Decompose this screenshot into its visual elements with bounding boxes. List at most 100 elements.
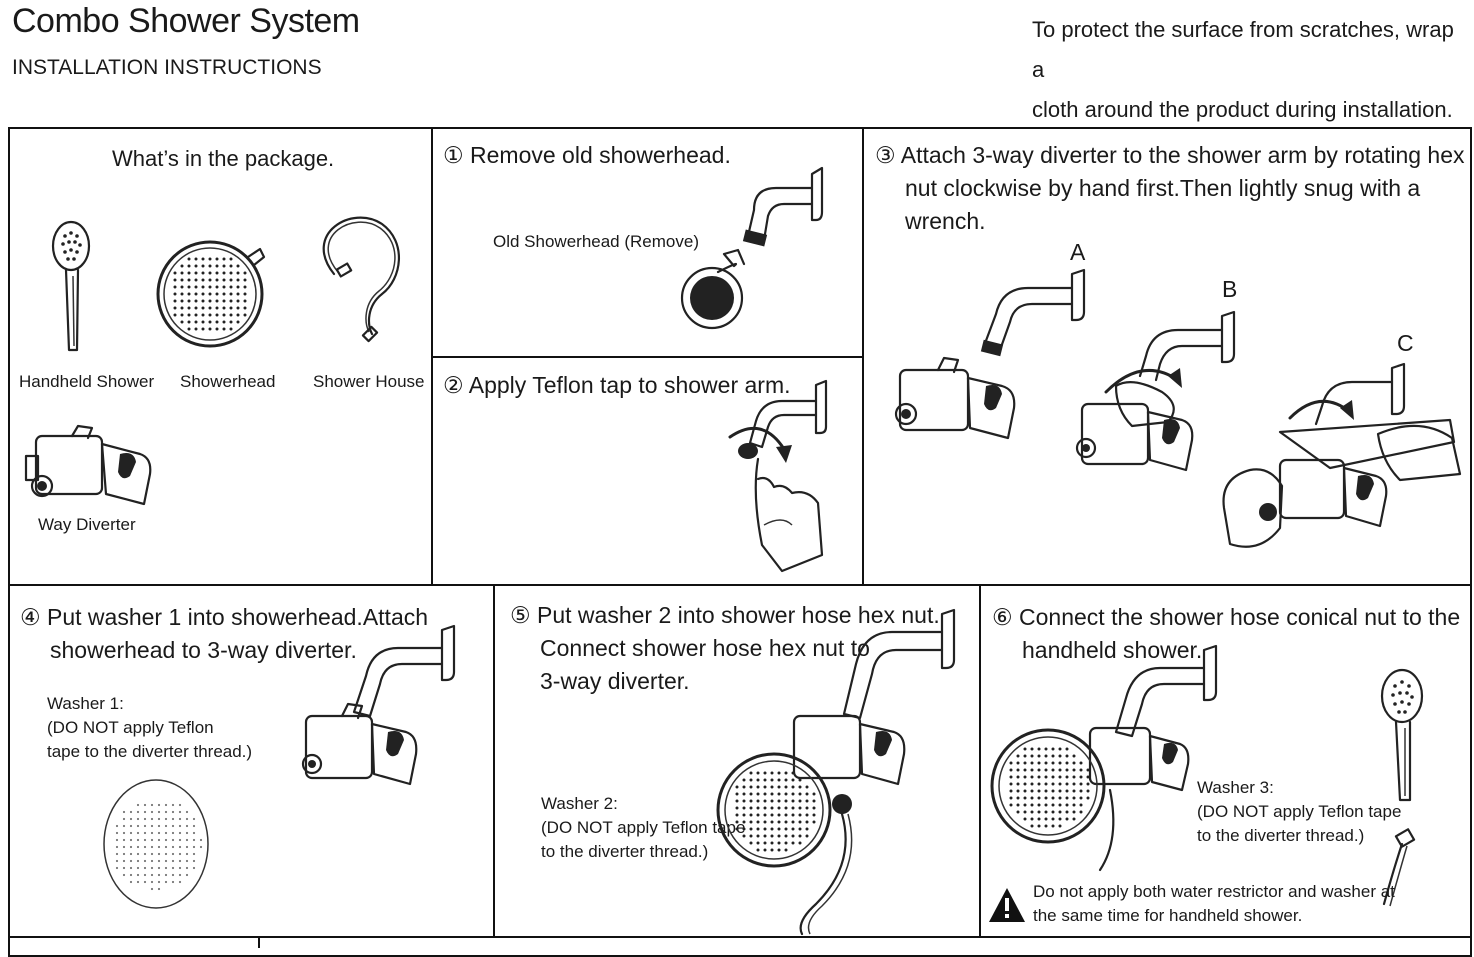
nozzle-dot (201, 264, 205, 268)
nozzle-dot (1051, 761, 1055, 765)
nozzle-dot (1016, 810, 1020, 814)
nozzle-dot (1044, 824, 1048, 828)
nozzle-dot (784, 792, 788, 796)
nozzle-dot (749, 813, 753, 817)
nozzle-dot (1037, 817, 1041, 821)
nozzle-dot (243, 278, 247, 282)
nozzle-dot (749, 806, 753, 810)
nozzle-dot (150, 873, 154, 877)
nozzle-dot (185, 838, 189, 842)
nozzle-dot (187, 313, 191, 317)
nozzle-dot (143, 845, 147, 849)
step-3-line2: nut clockwise by hand first.Then lightly… (905, 175, 1421, 234)
nozzle-dot (1044, 747, 1048, 751)
nozzle-dot (150, 845, 154, 849)
nozzle-dot (756, 799, 760, 803)
nozzle-dot (1037, 782, 1041, 786)
nozzle-dot (1058, 789, 1062, 793)
nozzle-dot (770, 799, 774, 803)
nozzle-dot (805, 792, 809, 796)
nozzle-dot (215, 278, 219, 282)
nozzle-dot (136, 866, 140, 870)
nozzle-dot (756, 792, 760, 796)
nozzle-dot (236, 320, 240, 324)
nozzle-dot (143, 873, 147, 877)
nozzle-dot (129, 866, 133, 870)
nozzle-dot (164, 880, 168, 884)
nozzle-dot (215, 313, 219, 317)
nozzle-dot (180, 306, 184, 310)
nozzle-dot (742, 799, 746, 803)
nozzle-dot (1044, 782, 1048, 786)
nozzle-dot (236, 306, 240, 310)
nozzle-dot (1072, 796, 1076, 800)
nozzle-dot (222, 278, 226, 282)
nozzle-dot (215, 257, 219, 261)
step-1-text: ① Remove old showerhead. (443, 139, 731, 172)
nozzle-dot (180, 285, 184, 289)
nozzle-dot (201, 285, 205, 289)
step-3-line1: ③ Attach 3-way diverter to the shower ar… (875, 142, 1465, 168)
nozzle-dot (208, 257, 212, 261)
nozzle-dot (1072, 810, 1076, 814)
nozzle-dot (157, 838, 161, 842)
nozzle-dot (208, 292, 212, 296)
nozzle-dot (129, 859, 133, 863)
nozzle-dot (180, 292, 184, 296)
nozzle-dot (770, 820, 774, 824)
nozzle-dot (178, 845, 182, 849)
nozzle-dot (208, 299, 212, 303)
nozzle-dot (171, 831, 175, 835)
nozzle-dot (178, 866, 182, 870)
nozzle-dot (1030, 803, 1034, 807)
nozzle-dot (229, 285, 233, 289)
nozzle-dot (1009, 789, 1013, 793)
step-3-number: ③ (875, 142, 896, 168)
nozzle-dot (194, 292, 198, 296)
nozzle-dot (157, 824, 161, 828)
nozzle-dot (1030, 824, 1034, 828)
nozzle-dot (229, 313, 233, 317)
nozzle-dot (194, 264, 198, 268)
nozzle-dot (192, 859, 196, 863)
nozzle-dot (812, 813, 816, 817)
nozzle-dot (136, 852, 140, 856)
nozzle-dot (770, 792, 774, 796)
nozzle-dot (136, 803, 140, 807)
nozzle-dot (1086, 789, 1090, 793)
nozzle-dot (150, 852, 154, 856)
nozzle-dot (791, 785, 795, 789)
nozzle-dot (1079, 810, 1083, 814)
washer-1-callout: Washer 1: (DO NOT apply Teflon tape to t… (47, 692, 252, 764)
nozzle-dot (777, 813, 781, 817)
divider-v3 (493, 584, 495, 938)
nozzle-dot (201, 306, 205, 310)
nozzle-dot (194, 320, 198, 324)
nozzle-dot (791, 827, 795, 831)
nozzle-dot (194, 306, 198, 310)
nozzle-dot (1072, 782, 1076, 786)
nozzle-dot (784, 813, 788, 817)
nozzle-dot (157, 817, 161, 821)
nozzle-dot (115, 859, 119, 863)
nozzle-dot (1044, 761, 1048, 765)
nozzle-dot (777, 792, 781, 796)
nozzle-dot (791, 820, 795, 824)
washer-3-line2: to the diverter thread.) (1197, 826, 1365, 845)
package-item-showerhead-label: Showerhead (180, 372, 276, 391)
nozzle-dot (215, 271, 219, 275)
nozzle-dot (187, 278, 191, 282)
nozzle-dot (229, 306, 233, 310)
nozzle-dot (1044, 810, 1048, 814)
package-item-handheld-label: Handheld Shower (19, 372, 155, 391)
nozzle-dot (178, 852, 182, 856)
divider-h-bottom (8, 936, 1472, 938)
nozzle-dot (1051, 796, 1055, 800)
nozzle-dot (222, 271, 226, 275)
nozzle-dot (194, 271, 198, 275)
nozzle-dot (1072, 761, 1076, 765)
nozzle-dot (1086, 775, 1090, 779)
nozzle-dot (187, 264, 191, 268)
nozzle-dot (812, 799, 816, 803)
nozzle-dot (208, 264, 212, 268)
